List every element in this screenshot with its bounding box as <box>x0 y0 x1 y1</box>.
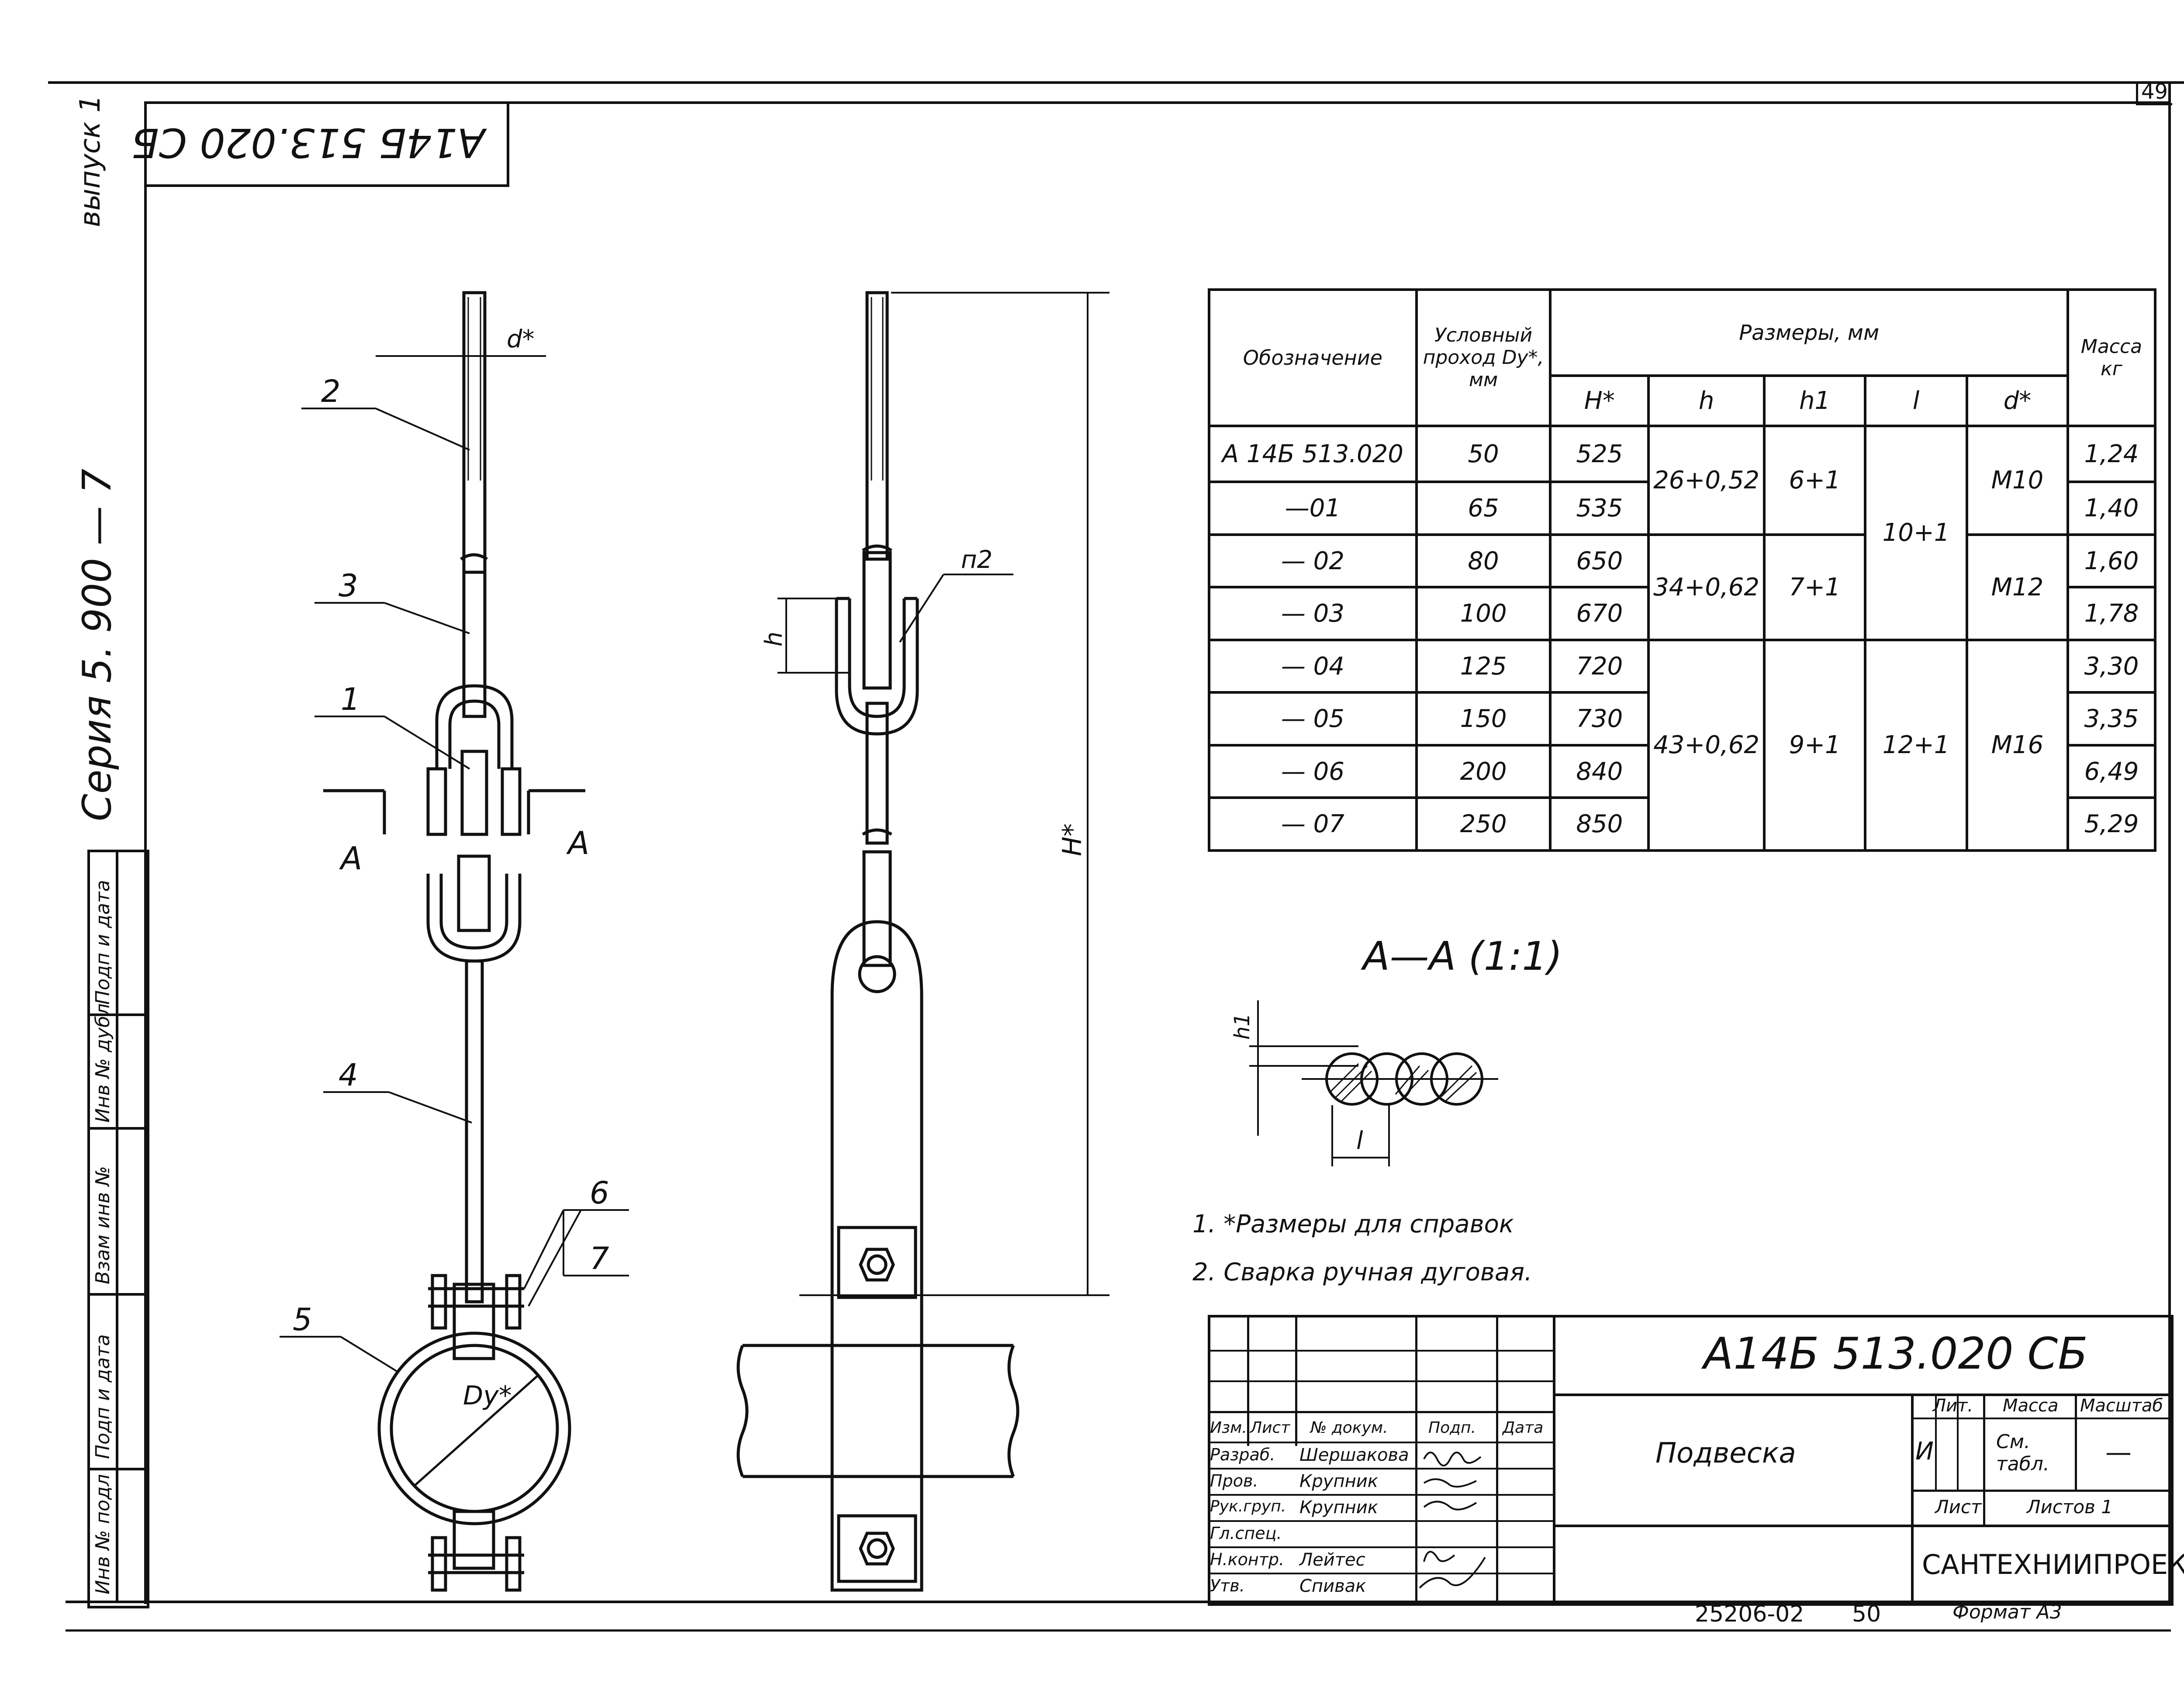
name-checker: Крупник <box>1299 1471 1378 1491</box>
role-group-lead: Рук.груп. <box>1210 1497 1286 1515</box>
col-hdr-date: Дата <box>1503 1419 1544 1437</box>
table-row: — 07 250 850 5,29 <box>1208 796 2156 852</box>
dim-l: l <box>1356 1127 1363 1155</box>
hdr-H: H* <box>1549 374 1650 427</box>
callout-3: 3 <box>339 568 358 604</box>
role-checker: Пров. <box>1210 1471 1258 1490</box>
title-name: Подвеска <box>1655 1437 1796 1470</box>
callout-2: 2 <box>321 373 341 409</box>
sheet-number-box <box>2136 81 2172 105</box>
role-approved: Утв. <box>1210 1576 1245 1595</box>
callout-6: 6 <box>590 1175 609 1211</box>
merged-l-g1: 10+1 <box>1864 424 1968 641</box>
title-code: А14Б 513.020 СБ <box>1704 1328 2088 1379</box>
mass-value: См. табл. <box>1996 1431 2049 1475</box>
table-row: — 04 125 720 43+0,62 9+1 12+1 М16 3,30 <box>1208 638 2156 852</box>
section-a-a <box>1249 1000 1498 1166</box>
merged-l-g2: 12+1 <box>1864 638 1968 852</box>
lit-label: Лит. <box>1933 1396 1973 1416</box>
section-title: А—А (1:1) <box>1361 934 1562 979</box>
dim-d: d* <box>507 325 535 353</box>
hdr-dimensions: Размеры, мм <box>1549 288 2070 377</box>
merged-h-g1: 26+0,52 <box>1647 424 1766 536</box>
table-row: — 05 150 730 3,35 <box>1208 691 2156 747</box>
scale-value: — <box>2105 1437 2132 1468</box>
sheet-number: 49 <box>2141 80 2168 104</box>
dim-H: H* <box>1057 823 1088 856</box>
hdr-designation: Обозначение <box>1208 288 1418 427</box>
hdr-d: d* <box>1965 374 2070 427</box>
scale-label: Масштаб <box>2080 1396 2163 1416</box>
merged-h-g2: 34+0,62 <box>1647 533 1766 641</box>
title-org: САНТЕХНИИПРОЕКТ <box>1922 1549 2184 1580</box>
name-developer: Шершакова <box>1299 1445 1409 1465</box>
mirrored-code-box <box>144 101 509 187</box>
name-norm-control: Лейтес <box>1299 1550 1365 1570</box>
section-mark-right: А <box>566 825 589 861</box>
note-1: 1. *Размеры для справок <box>1192 1210 1514 1238</box>
dimensions-table: Обозначение Условный проход Dy*, мм Разм… <box>1208 288 2156 852</box>
section-mark-left: А <box>339 840 362 877</box>
table-row: — 03 100 670 1,78 <box>1208 586 2156 641</box>
footer-format: Формат А3 <box>1952 1601 2062 1623</box>
role-developer: Разраб. <box>1210 1445 1275 1464</box>
callout-4: 4 <box>339 1057 358 1093</box>
callout-5: 5 <box>293 1302 312 1338</box>
merged-d-g3: М16 <box>1965 638 2070 852</box>
hdr-h: h <box>1647 374 1766 427</box>
col-hdr-rev: Изм. <box>1210 1419 1247 1437</box>
left-border <box>144 101 147 1604</box>
table-row: А 14Б 513.020 50 525 26+0,52 6+1 10+1 М1… <box>1208 424 2156 641</box>
table-row: —01 65 535 1,40 <box>1208 481 2156 536</box>
hdr-l: l <box>1864 374 1968 427</box>
dim-dy: Dy* <box>463 1380 512 1411</box>
merged-h1-g2: 7+1 <box>1763 533 1867 641</box>
top-border <box>48 81 2184 84</box>
mass-label: Масса <box>2003 1396 2059 1416</box>
outer-bottom-line <box>66 1629 2171 1632</box>
front-view <box>280 291 629 1592</box>
col-hdr-docnum: № докум. <box>1310 1419 1388 1437</box>
col-hdr-sheet: Лист <box>1250 1419 1290 1437</box>
footer-doc-no: 25206-02 <box>1695 1601 1804 1627</box>
right-border <box>2168 81 2171 1604</box>
role-norm-control: Н.контр. <box>1210 1550 1285 1569</box>
sheets-label: Листов 1 <box>2027 1496 2113 1518</box>
role-chief-spec: Гл.спец. <box>1210 1524 1282 1543</box>
dim-h: h <box>760 632 788 647</box>
stamp-column <box>87 850 149 1608</box>
merged-h1-g1: 6+1 <box>1763 424 1867 536</box>
hdr-mass: Масса кг <box>2067 288 2156 427</box>
callout-7: 7 <box>590 1241 609 1276</box>
label-n2: п2 <box>961 546 992 574</box>
hdr-h1: h1 <box>1763 374 1867 427</box>
merged-h1-g3: 9+1 <box>1763 638 1867 852</box>
side-view <box>736 291 1109 1592</box>
dim-h1: h1 <box>1230 1013 1254 1040</box>
col-hdr-sign: Подп. <box>1428 1419 1476 1437</box>
callout-1: 1 <box>341 681 360 717</box>
merged-d-g2: М12 <box>1965 533 2070 641</box>
bottom-border <box>66 1601 2171 1603</box>
inner-top-border <box>144 101 2171 104</box>
signatures <box>1419 1452 1486 1589</box>
lit-value: И <box>1915 1437 1934 1466</box>
table-row: — 06 200 840 6,49 <box>1208 743 2156 799</box>
title-block <box>1208 1315 2174 1606</box>
hdr-passage: Условный проход Dy*, мм <box>1415 288 1552 427</box>
table-row: — 02 80 650 34+0,62 7+1 М12 1,60 <box>1208 533 2156 641</box>
name-group-lead: Крупник <box>1299 1497 1378 1518</box>
footer-page: 50 <box>1852 1601 1881 1627</box>
note-2: 2. Сварка ручная дуговая. <box>1192 1258 1532 1286</box>
merged-h-g3: 43+0,62 <box>1647 638 1766 852</box>
name-approved: Спивак <box>1299 1576 1366 1596</box>
merged-d-g1: М10 <box>1965 424 2070 536</box>
sheet-label: Лист <box>1935 1496 1982 1518</box>
